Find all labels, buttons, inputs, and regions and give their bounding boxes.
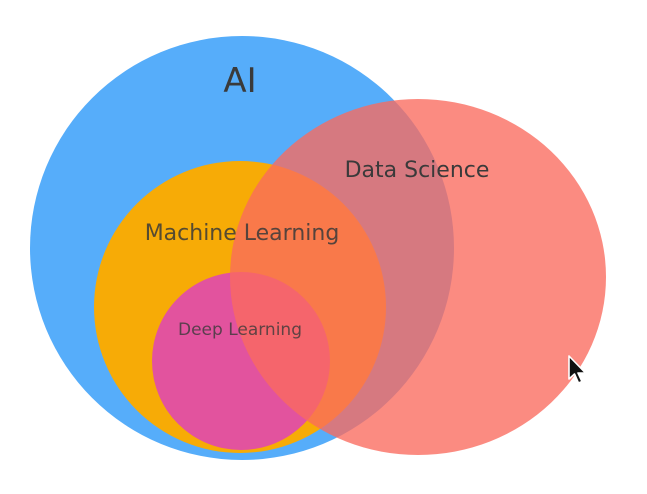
ai-label: AI xyxy=(223,61,256,101)
mouse-pointer-icon xyxy=(568,355,587,384)
data-science-label: Data Science xyxy=(345,158,490,183)
deep-learning-label: Deep Learning xyxy=(178,320,302,340)
machine-learning-label: Machine Learning xyxy=(145,221,340,246)
data-science-circle xyxy=(230,99,606,455)
